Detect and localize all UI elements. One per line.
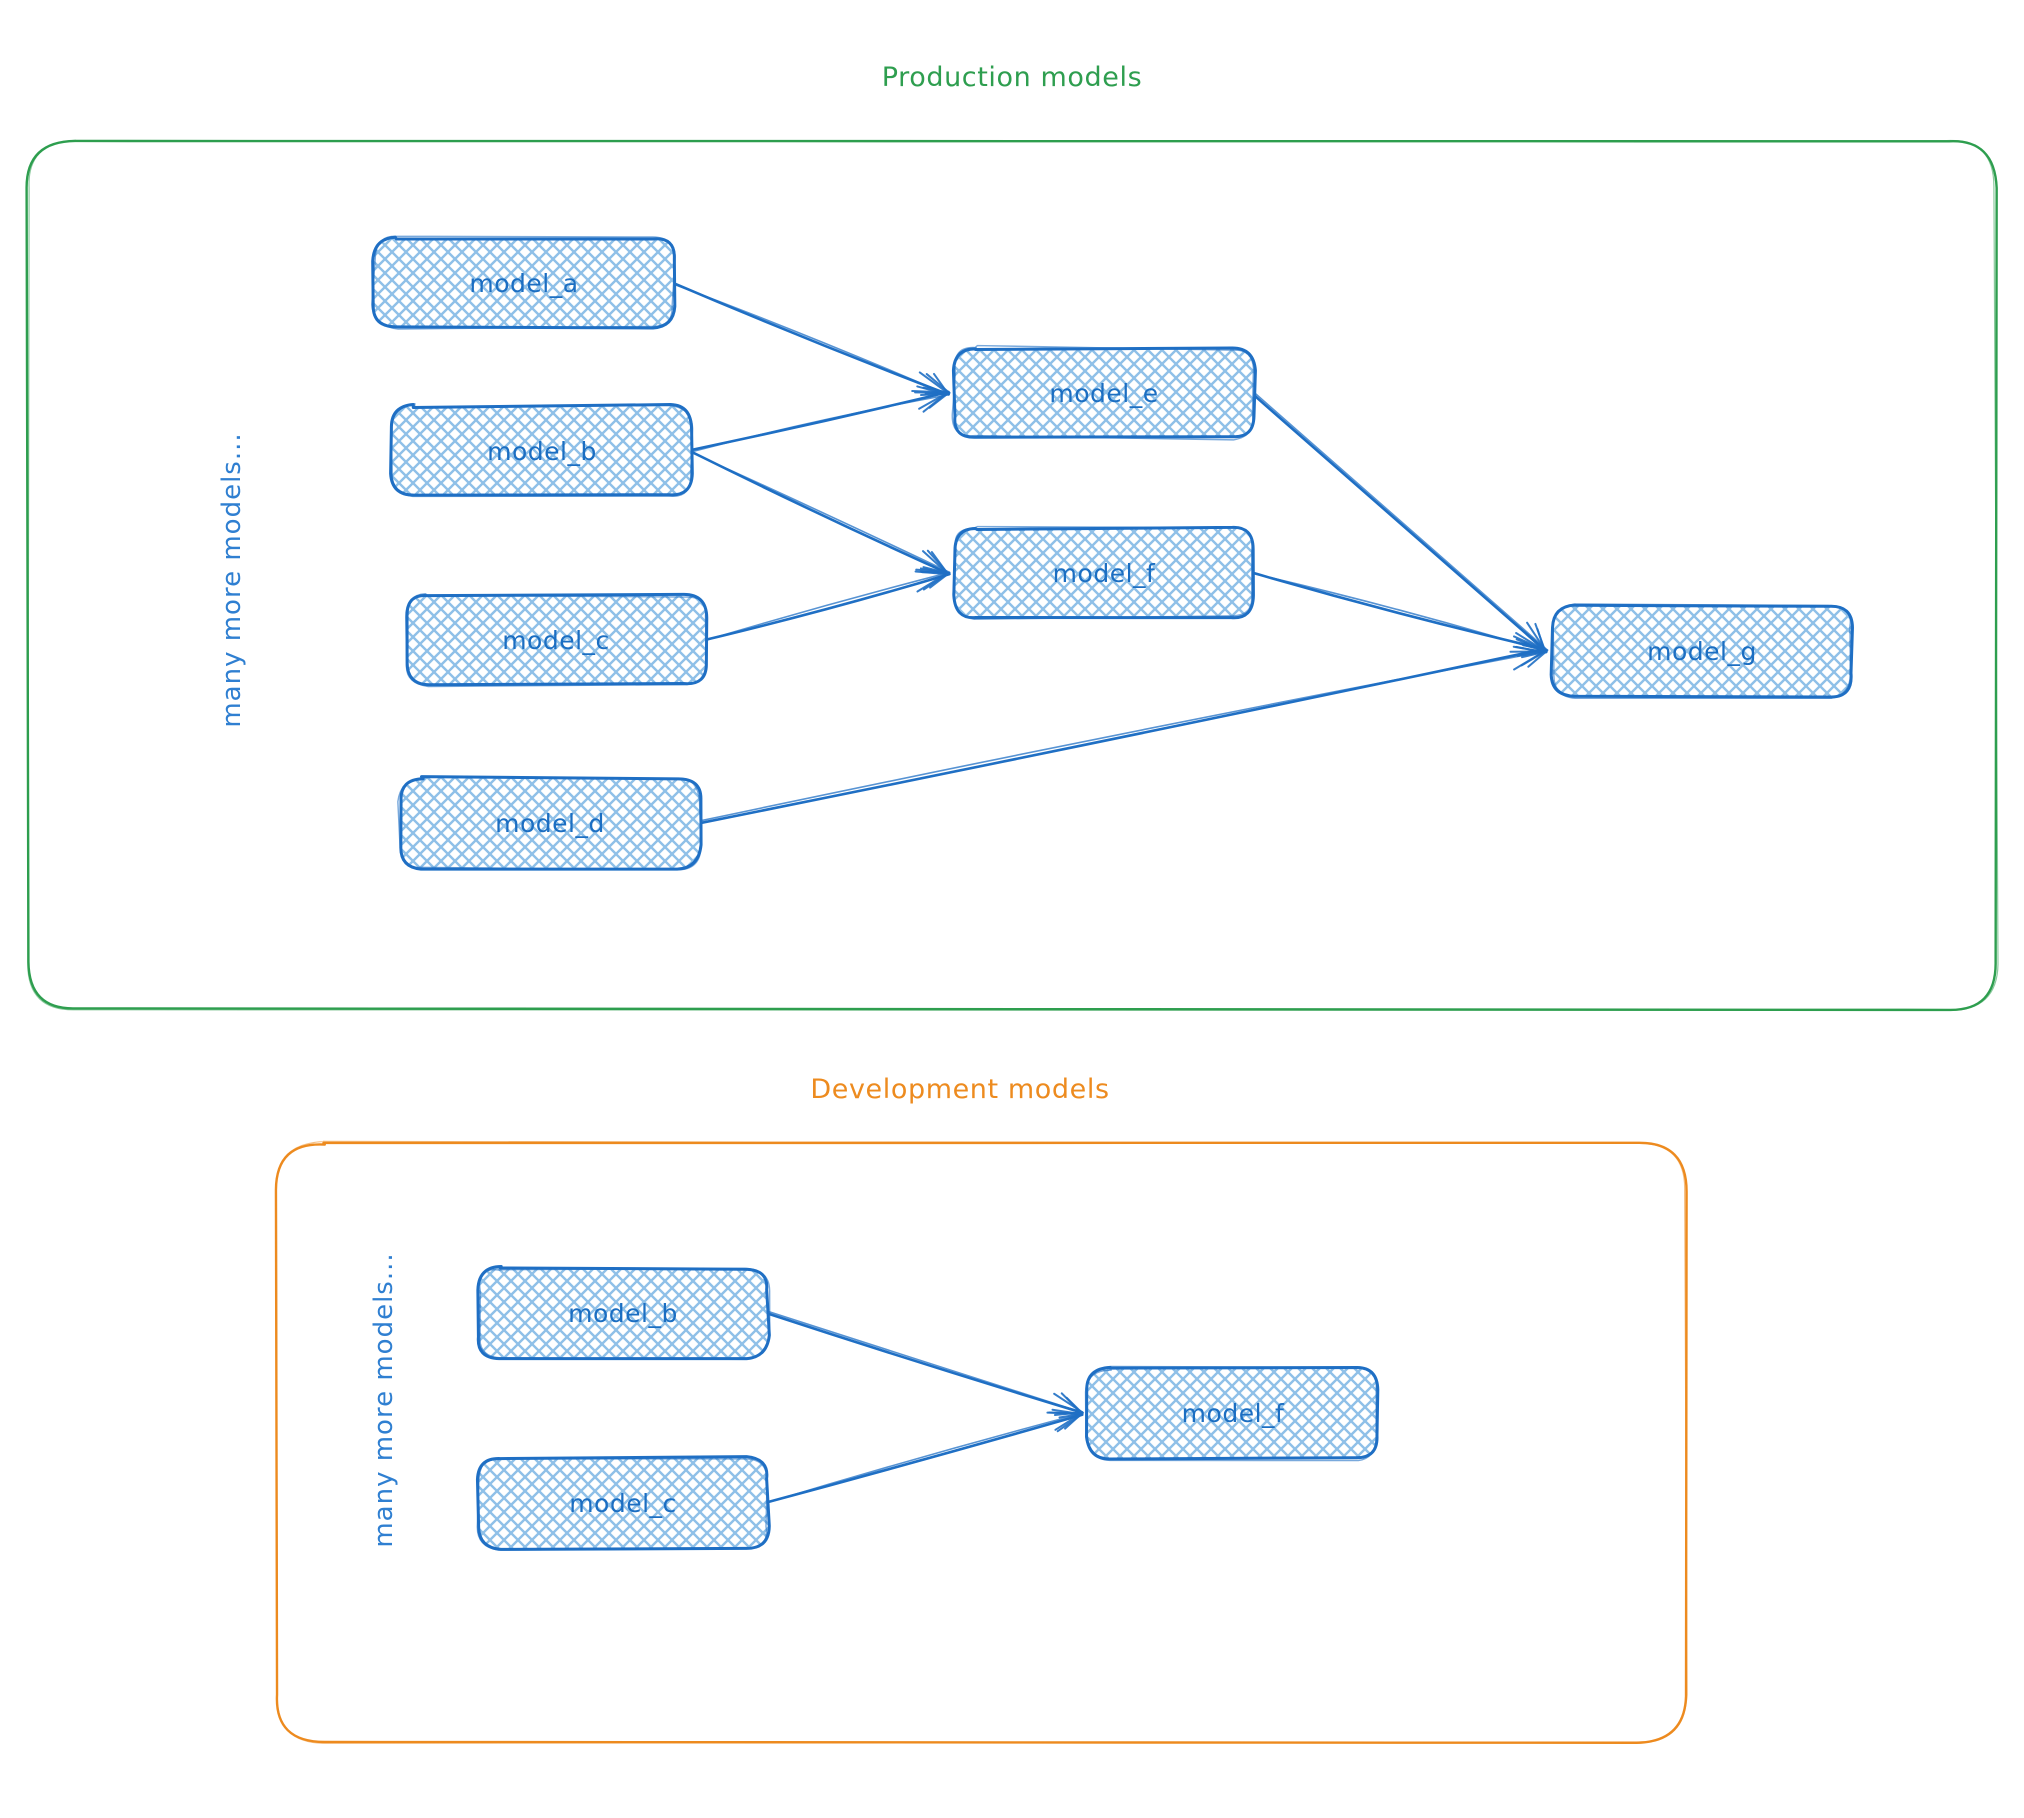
labels-layer: Production models many more models... Deve… — [217, 62, 1142, 1548]
edge-arrowhead-stroke — [916, 385, 948, 396]
node-fill — [953, 527, 1254, 618]
node-fill — [400, 776, 702, 870]
node-fill — [407, 594, 707, 685]
node-border-stroke2 — [952, 525, 1253, 621]
edge-arrowhead-stroke — [1064, 1412, 1083, 1430]
edge-stroke — [1253, 572, 1548, 653]
edge-stroke — [765, 1413, 1084, 1504]
edge-prod_model_b-to-prod_model_f — [689, 450, 951, 575]
edge-stroke — [704, 572, 949, 642]
group-container-production — [25, 139, 1999, 1012]
node-label: model_e — [1049, 379, 1158, 408]
edge-arrowhead-stroke — [1054, 1412, 1082, 1431]
node-label: model_f — [1053, 559, 1156, 588]
node-border-stroke2 — [951, 344, 1255, 441]
node-border-stroke2 — [1084, 1365, 1378, 1462]
group-title-development: Development models — [810, 1074, 1109, 1105]
node-fill — [390, 404, 693, 496]
edge-dev_model_b-to-dev_model_f — [767, 1310, 1085, 1419]
edge-arrowhead-stroke — [932, 372, 949, 394]
nodes-layer: model_a model_b model_c model_d model_emodel… — [371, 235, 1854, 1551]
edge-arrowhead-stroke — [1527, 651, 1547, 668]
edge-arrowhead-stroke — [918, 371, 948, 394]
edge-arrowhead-stroke — [1523, 641, 1548, 654]
node-label: model_b — [487, 437, 597, 466]
node-fill — [953, 348, 1256, 438]
edge-arrowhead-stroke — [922, 386, 950, 394]
node-fill — [1086, 1367, 1378, 1460]
side-label-production: many more models... — [217, 432, 247, 727]
node-label: model_b — [568, 1299, 678, 1328]
edge-stroke — [703, 572, 951, 642]
node-fill — [372, 237, 675, 328]
group-containers — [25, 139, 1999, 1744]
node-prod_model_c[interactable]: model_c — [405, 592, 709, 688]
edge-stroke — [767, 1312, 1082, 1414]
node-border-stroke2 — [390, 402, 694, 498]
edge-prod_model_f-to-prod_model_g — [1251, 571, 1548, 659]
node-prod_model_g[interactable]: model_g — [1549, 603, 1854, 700]
edge-arrowhead-stroke — [922, 566, 948, 574]
edge-arrowhead-stroke — [1520, 650, 1547, 667]
node-border-stroke2 — [1552, 603, 1852, 700]
node-border-stroke2 — [479, 1267, 771, 1361]
edge-stroke — [672, 283, 948, 396]
edge-prod_model_c-to-prod_model_f — [703, 566, 951, 642]
node-label: model_c — [502, 626, 610, 655]
edge-arrowhead-stroke — [1065, 1396, 1083, 1414]
node-border-stroke2 — [405, 592, 707, 688]
edge-stroke — [698, 650, 1547, 822]
node-prod_model_d[interactable]: model_d — [397, 775, 703, 871]
edge-stroke — [692, 394, 949, 453]
edge-arrowhead-stroke — [929, 571, 951, 589]
node-border-stroke2 — [371, 235, 676, 330]
edge-arrowhead-stroke — [1051, 1408, 1083, 1416]
node-border-stroke2 — [397, 776, 702, 871]
node-prod_model_f[interactable]: model_f — [952, 525, 1255, 621]
node-label: model_d — [495, 809, 605, 838]
edge-prod_model_b-to-prod_model_e — [690, 385, 951, 453]
edge-stroke — [768, 1310, 1085, 1414]
edge-arrowhead-stroke — [1059, 1405, 1084, 1414]
edge-prod_model_a-to-prod_model_e — [670, 281, 951, 397]
group-border-stroke2-production — [27, 139, 1999, 1012]
node-label: model_f — [1182, 1399, 1285, 1428]
node-prod_model_e[interactable]: model_e — [951, 344, 1257, 441]
edge-arrowhead-stroke — [928, 392, 949, 409]
side-label-development: many more models... — [369, 1252, 399, 1547]
edges-layer — [670, 281, 1549, 1504]
edge-stroke — [1251, 392, 1548, 653]
node-prod_model_b[interactable]: model_b — [389, 402, 694, 498]
edge-stroke — [766, 1412, 1083, 1504]
node-label: model_c — [569, 1489, 677, 1518]
node-prod_model_a[interactable]: model_a — [371, 235, 677, 330]
edge-dev_model_c-to-dev_model_f — [765, 1405, 1084, 1504]
node-border-stroke2 — [476, 1458, 768, 1551]
edge-prod_model_d-to-prod_model_g — [697, 641, 1548, 825]
edge-arrowhead-stroke — [914, 570, 948, 576]
group-border-stroke2-development — [275, 1140, 1688, 1744]
edge-arrowhead-stroke — [1515, 645, 1547, 654]
node-label: model_g — [1647, 637, 1757, 666]
group-border-production — [25, 139, 1998, 1012]
node-dev_model_f[interactable]: model_f — [1084, 1365, 1380, 1462]
edge-arrowhead-stroke — [930, 551, 948, 574]
node-fill — [477, 1266, 770, 1359]
group-container-development — [274, 1140, 1688, 1744]
node-dev_model_c[interactable]: model_c — [475, 1455, 771, 1551]
node-fill — [477, 1456, 770, 1550]
node-fill — [1551, 604, 1853, 698]
node-dev_model_b[interactable]: model_b — [476, 1265, 771, 1361]
edge-stroke — [690, 451, 951, 574]
edge-stroke — [1252, 390, 1549, 651]
group-title-production: Production models — [882, 62, 1143, 93]
node-label: model_a — [469, 269, 578, 298]
